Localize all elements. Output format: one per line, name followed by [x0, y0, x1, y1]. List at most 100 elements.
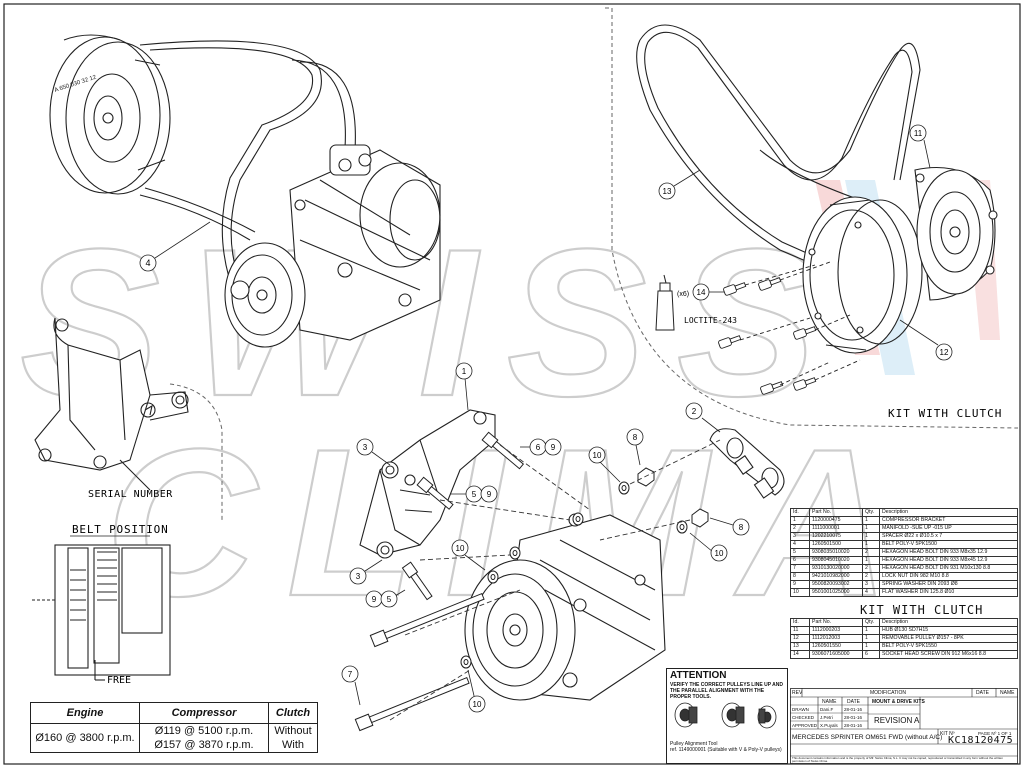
tb-drawn-date: 28-01-16: [844, 707, 863, 712]
tb-approved-name: X.Puyals: [820, 723, 838, 728]
compressor-speed-without: Ø119 @ 5100 r.p.m.: [139, 723, 269, 738]
tb-kit-number: KC18120475: [948, 735, 1014, 746]
row-description: LOCK NUT DIN 982 M10 8.8: [879, 572, 1018, 581]
bracket-serial-view: [34, 317, 189, 491]
svg-text:10: 10: [456, 544, 465, 553]
callout-8a: [626, 428, 644, 446]
callout-10c: [451, 539, 469, 557]
col-description: Description: [879, 618, 1018, 627]
pulley-ratio-table: Engine Compressor Clutch Ø160 @ 3800 r.p…: [30, 702, 318, 753]
row-description: HEXAGON HEAD BOLT DIN 933 M8x45 12.9: [879, 556, 1018, 565]
loctite-label: LOCTITE-243: [684, 316, 737, 325]
row-qty: 1: [862, 532, 880, 541]
tb-page: PAGE Nº 1 OF 1: [978, 731, 1012, 736]
callout-14-text: 14: [697, 288, 706, 297]
tb-date: DATE: [976, 690, 989, 696]
col-id: Id.: [790, 508, 810, 517]
serial-number-label: SERIAL NUMBER: [88, 489, 173, 500]
row-qty: 2: [862, 572, 880, 581]
callout-10b: [710, 544, 728, 562]
row-part-no: 9421010982000: [809, 572, 863, 581]
row-id: 10: [790, 588, 810, 597]
row-part-no: 1202210075: [809, 532, 863, 541]
row-qty: 1: [862, 634, 880, 643]
callout-5b: [380, 590, 398, 608]
col-id: Id.: [790, 618, 810, 627]
callout-1: [455, 362, 473, 380]
tb-revision: REVISION A: [874, 716, 920, 725]
callout-11: [909, 124, 927, 142]
svg-text:9: 9: [551, 443, 556, 452]
callout-10d: [468, 695, 486, 713]
row-id: 5: [790, 548, 810, 557]
svg-text:6: 6: [536, 443, 541, 452]
row-id: 8: [790, 572, 810, 581]
row-qty: 1: [862, 540, 880, 549]
tb-name: NAME: [1000, 690, 1015, 696]
callout-3a: [356, 438, 374, 456]
svg-text:9: 9: [372, 595, 377, 604]
row-id: 7: [790, 564, 810, 573]
row-qty: 2: [862, 564, 880, 573]
attention-box: ATTENTION VERIFY THE CORRECT PULLEYS LIN…: [666, 668, 788, 764]
manifold-2: [709, 428, 785, 499]
svg-text:7: 7: [348, 670, 353, 679]
attention-text: VERIFY THE CORRECT PULLEYS LINE UP AND T…: [670, 682, 783, 700]
callout-10a: [588, 446, 606, 464]
ratio-row-with: Ø157 @ 3870 r.p.m. With: [31, 738, 318, 753]
loctite-bottle: [655, 274, 675, 331]
row-qty: 4: [862, 588, 880, 597]
callout-12-text: 12: [940, 348, 949, 357]
callout-4-text: 4: [145, 258, 150, 268]
row-part-no: 9310130020000: [809, 564, 863, 573]
row-description: FLAT WASHER DIN 125.8 Ø10: [879, 588, 1018, 597]
clutch-with: With: [268, 738, 318, 753]
callout-12: [935, 343, 953, 361]
row-qty: 1: [862, 642, 880, 651]
hub-11: [914, 167, 998, 301]
title-block-grid: [790, 688, 1018, 764]
tb-checked-date: 28-01-16: [844, 715, 863, 720]
compressor-middle: [464, 513, 666, 701]
row-description: SOCKET HEAD SCREW DIN 912 M6x16 8.8: [879, 650, 1018, 659]
callout-4: [139, 254, 157, 272]
engine-speed: Ø160 @ 3800 r.p.m.: [30, 723, 140, 753]
col-part-no: Part No.: [809, 618, 863, 627]
tb-drawing-title: MERCEDES SPRINTER OM651 FWD (without A/C…: [792, 734, 943, 741]
row-qty: 3: [862, 580, 880, 589]
tb-approved-date: 28-01-16: [844, 723, 863, 728]
row-part-no: 1120000475: [809, 516, 863, 525]
bracket-region-outline: [169, 383, 223, 520]
callout-9a: [544, 438, 562, 456]
row-description: MANIFOLD -SUE UP -015 UP: [879, 524, 1018, 533]
row-id: 6: [790, 556, 810, 565]
row-id: 2: [790, 524, 810, 533]
row-part-no: 9500820093002: [809, 580, 863, 589]
row-qty: 1: [862, 556, 880, 565]
row-qty: 1: [862, 524, 880, 533]
tb-name-col: NAME: [822, 699, 837, 705]
svg-text:2: 2: [692, 407, 697, 416]
tb-checked: CHECKED: [792, 715, 815, 720]
clutch-without: Without: [268, 723, 318, 738]
row-qty: 1: [862, 626, 880, 635]
removable-pulley-12: [802, 196, 923, 354]
row-description: HEXAGON HEAD BOLT DIN 933 M8x35 12.9: [879, 548, 1018, 557]
row-id: 12: [790, 634, 810, 643]
svg-text:3: 3: [356, 572, 361, 581]
callout-7: [341, 665, 359, 683]
socket-head-screws-14: [718, 261, 861, 395]
callout-13: [658, 182, 676, 200]
ratio-row-without: Ø160 @ 3800 r.p.m. Ø119 @ 5100 r.p.m. Wi…: [30, 723, 318, 753]
